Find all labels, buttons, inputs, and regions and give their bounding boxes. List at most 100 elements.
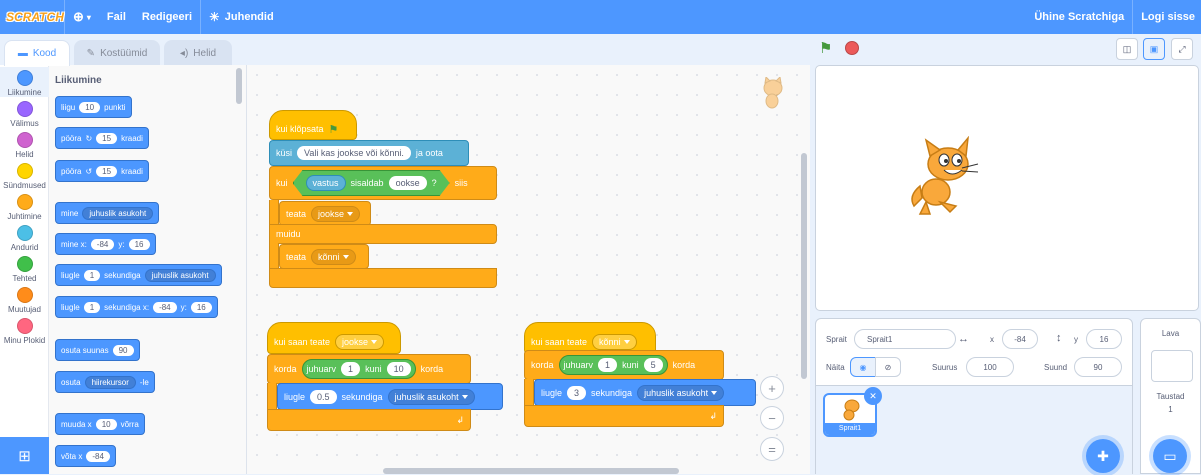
tab-sounds[interactable]: ◂) Helid bbox=[164, 40, 232, 66]
category-sensing[interactable]: Andurid bbox=[0, 222, 49, 252]
category-variables[interactable]: Muutujad bbox=[0, 284, 49, 314]
block-glide[interactable]: liugle 1 sekundiga juhuslik asukoht bbox=[55, 264, 222, 286]
zoom-reset-button[interactable]: = bbox=[760, 437, 784, 461]
block-glide-random[interactable]: liugle 3 sekundiga juhuslik asukoht bbox=[534, 379, 756, 406]
block-point-towards[interactable]: osuta hiirekursor -le bbox=[55, 371, 155, 393]
random-to-input[interactable]: 10 bbox=[386, 362, 411, 376]
ask-text-input[interactable]: Vali kas jookse või kõnni. bbox=[297, 146, 411, 160]
category-sound[interactable]: Helid bbox=[0, 129, 49, 159]
block-input[interactable]: 10 bbox=[79, 101, 101, 113]
backdrop-thumbnail[interactable] bbox=[1151, 350, 1193, 382]
green-flag-button[interactable]: ⚑ bbox=[819, 40, 833, 57]
zoom-in-button[interactable]: + bbox=[760, 376, 784, 400]
fullscreen-button[interactable]: ⤢ bbox=[1171, 38, 1193, 60]
message-dropdown[interactable]: kõnni bbox=[592, 334, 637, 350]
block-repeat[interactable]: korda juhuarv 1 kuni 5 korda bbox=[524, 350, 724, 380]
size-input[interactable]: 100 bbox=[966, 357, 1014, 377]
block-goto-xy[interactable]: mine x: -84 y: 16 bbox=[55, 233, 156, 255]
block-input[interactable]: 90 bbox=[112, 344, 134, 356]
show-visible-button[interactable]: ◉ bbox=[850, 357, 876, 377]
block-repeat[interactable]: korda juhuarv 1 kuni 10 korda bbox=[267, 354, 471, 384]
block-change-x[interactable]: muuda x 10 võrra bbox=[55, 413, 145, 435]
block-random[interactable]: juhuarv 1 kuni 5 bbox=[558, 355, 668, 375]
contains-input[interactable]: ookse bbox=[389, 176, 427, 190]
block-move-steps[interactable]: liigu 10 punkti bbox=[55, 96, 132, 118]
category-control[interactable]: Juhtimine bbox=[0, 191, 49, 221]
block-answer[interactable]: vastus bbox=[306, 175, 346, 191]
script-workspace[interactable]: kui klõpsata ⚑ küsi Vali kas jookse või … bbox=[247, 65, 810, 474]
delete-sprite-button[interactable]: ✕ bbox=[864, 387, 882, 405]
random-to-input[interactable]: 5 bbox=[643, 358, 663, 372]
hat-when-flag-clicked[interactable]: kui klõpsata ⚑ bbox=[269, 110, 357, 140]
stage-selector[interactable]: Lava Taustad 1 ▭ bbox=[1140, 318, 1201, 474]
block-random[interactable]: juhuarv 1 kuni 10 bbox=[301, 359, 416, 379]
block-glide-random[interactable]: liugle 0.5 sekundiga juhuslik asukoht bbox=[277, 383, 503, 410]
block-input[interactable]: 16 bbox=[128, 238, 150, 250]
add-extension-button[interactable]: ⊞ bbox=[0, 437, 49, 474]
sprite-name-input[interactable]: Sprait1 bbox=[854, 329, 956, 349]
stage-canvas[interactable] bbox=[815, 65, 1199, 311]
scratch-logo[interactable]: SCRATCH bbox=[6, 10, 64, 24]
tab-code[interactable]: ▬ Kood bbox=[4, 40, 70, 66]
block-input[interactable]: 16 bbox=[190, 301, 212, 313]
join-link[interactable]: Ühine Scratchiga bbox=[1034, 11, 1125, 23]
category-operators[interactable]: Tehted bbox=[0, 253, 49, 283]
message-dropdown[interactable]: jookse bbox=[335, 334, 385, 350]
tutorials-menu[interactable]: ☀ Juhendid bbox=[201, 0, 282, 34]
block-point-direction[interactable]: osuta suunas 90 bbox=[55, 339, 140, 361]
say-dropdown[interactable]: kõnni bbox=[311, 248, 356, 265]
block-input[interactable]: 15 bbox=[96, 132, 118, 144]
tab-costumes[interactable]: ✎ Kostüümid bbox=[74, 40, 160, 66]
block-ask-and-wait[interactable]: küsi Vali kas jookse või kõnni. ja oota bbox=[269, 140, 469, 166]
random-from-input[interactable]: 1 bbox=[598, 358, 618, 372]
category-events[interactable]: Sündmused bbox=[0, 160, 49, 190]
glide-seconds-input[interactable]: 0.5 bbox=[310, 389, 337, 404]
block-input[interactable]: 1 bbox=[83, 269, 101, 281]
scratch-cat-sprite[interactable] bbox=[900, 136, 982, 218]
show-hidden-button[interactable]: ⊘ bbox=[875, 357, 901, 377]
signin-link[interactable]: Logi sisse bbox=[1141, 11, 1195, 23]
workspace-scrollbar-h[interactable] bbox=[383, 468, 679, 474]
block-glide-xy[interactable]: liugle 1 sekundiga x: -84 y: 16 bbox=[55, 296, 218, 318]
block-turn-left[interactable]: pööra ↺ 15 kraadi bbox=[55, 160, 149, 182]
block-contains[interactable]: vastus sisaldab ookse ? bbox=[293, 170, 450, 196]
block-if-else[interactable]: kui vastus sisaldab ookse ? siis bbox=[269, 166, 497, 200]
random-from-input[interactable]: 1 bbox=[341, 362, 361, 376]
zoom-out-button[interactable]: − bbox=[760, 406, 784, 430]
add-sprite-button[interactable]: ✚ bbox=[1086, 439, 1120, 473]
x-position-input[interactable]: -84 bbox=[1002, 329, 1038, 349]
block-goto[interactable]: mine juhuslik asukoht bbox=[55, 202, 160, 224]
block-dropdown[interactable]: hiirekursor bbox=[84, 375, 136, 389]
block-dropdown[interactable]: juhuslik asukoht bbox=[144, 268, 216, 282]
say-dropdown[interactable]: jookse bbox=[311, 205, 361, 222]
block-input[interactable]: 15 bbox=[96, 165, 118, 177]
category-looks[interactable]: Välimus bbox=[0, 98, 49, 128]
file-menu[interactable]: Fail bbox=[106, 11, 126, 23]
glide-seconds-input[interactable]: 3 bbox=[567, 385, 587, 400]
glide-target-dropdown[interactable]: juhuslik asukoht bbox=[637, 384, 725, 401]
block-say-run[interactable]: teata jookse bbox=[279, 201, 371, 226]
add-backdrop-button[interactable]: ▭ bbox=[1153, 439, 1187, 473]
workspace-scrollbar-v[interactable] bbox=[801, 153, 807, 379]
category-myblocks[interactable]: Minu Plokid bbox=[0, 315, 49, 345]
normal-stage-button[interactable]: ▣ bbox=[1143, 38, 1165, 60]
stop-button[interactable] bbox=[845, 41, 859, 55]
block-input[interactable]: -84 bbox=[153, 301, 177, 313]
block-input[interactable]: -84 bbox=[90, 238, 115, 250]
block-say-walk[interactable]: teata kõnni bbox=[279, 244, 369, 269]
block-input[interactable]: -84 bbox=[86, 450, 110, 462]
language-menu[interactable]: ⊕ ▾ bbox=[65, 0, 99, 34]
block-input[interactable]: 1 bbox=[83, 301, 101, 313]
block-dropdown[interactable]: juhuslik asukoht bbox=[82, 206, 154, 220]
edit-menu[interactable]: Redigeeri bbox=[141, 11, 193, 23]
palette-scrollbar[interactable] bbox=[236, 68, 242, 104]
glide-target-dropdown[interactable]: juhuslik asukoht bbox=[387, 388, 475, 405]
direction-input[interactable]: 90 bbox=[1074, 357, 1122, 377]
block-input[interactable]: 10 bbox=[95, 418, 117, 430]
y-position-input[interactable]: 16 bbox=[1086, 329, 1122, 349]
small-stage-button[interactable]: ◫ bbox=[1116, 38, 1138, 60]
hat-when-receive-run[interactable]: kui saan teate jookse bbox=[267, 322, 401, 354]
block-turn-right[interactable]: pööra ↻ 15 kraadi bbox=[55, 127, 149, 149]
category-motion[interactable]: Liikumine bbox=[0, 67, 49, 97]
block-set-x[interactable]: võta x -84 bbox=[55, 445, 116, 467]
